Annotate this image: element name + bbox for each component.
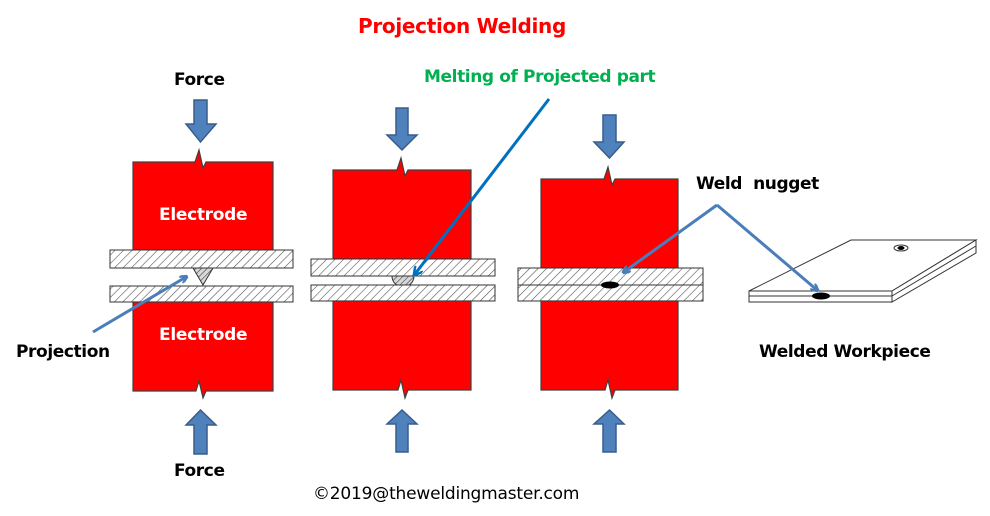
top-electrode xyxy=(332,155,472,260)
welded-workpiece-label: Welded Workpiece xyxy=(759,342,931,362)
copyright-text: ©2019@theweldingmaster.com xyxy=(313,484,580,504)
bottom-sheet xyxy=(109,285,294,303)
weld-nugget-pointer-right xyxy=(716,203,817,290)
weld-spot-top xyxy=(897,246,905,250)
workpiece-side-seam xyxy=(891,245,977,297)
force-label-top: Force xyxy=(174,70,225,90)
melting-pointer xyxy=(415,98,551,274)
bottom-sheet xyxy=(310,284,496,302)
force-arrow-down-icon xyxy=(385,107,419,152)
weld-nugget-front xyxy=(812,292,830,300)
force-arrow-up-icon xyxy=(592,408,626,453)
force-arrow-up-icon xyxy=(385,408,419,453)
stage-3-nugget xyxy=(517,114,704,453)
force-arrow-up-icon xyxy=(184,408,218,455)
force-label-bottom: Force xyxy=(174,461,225,481)
bottom-electrode xyxy=(540,300,679,401)
bottom-electrode xyxy=(332,300,472,401)
stage-2-melting xyxy=(310,98,551,453)
electrode-label-bottom: Electrode xyxy=(159,325,248,345)
force-arrow-down-icon xyxy=(592,114,626,160)
bottom-electrode xyxy=(132,301,274,400)
projection-pointer xyxy=(92,277,186,334)
top-electrode xyxy=(132,147,274,251)
top-electrode xyxy=(540,164,679,269)
melting-label: Melting of Projected part xyxy=(424,67,656,87)
welded-workpiece xyxy=(748,239,978,303)
weld-nugget xyxy=(601,281,619,289)
projection-bump xyxy=(192,267,214,286)
weld-nugget-label: Weld nugget xyxy=(696,174,819,194)
force-arrow-down-icon xyxy=(184,99,218,144)
weld-nugget-pointer-left xyxy=(624,203,718,272)
electrode-label-top: Electrode xyxy=(159,205,248,225)
projection-label: Projection xyxy=(16,342,110,362)
top-sheet xyxy=(310,258,496,277)
top-sheet xyxy=(109,249,294,269)
diagram-title: Projection Welding xyxy=(358,14,566,38)
stage-1-initial-contact xyxy=(92,99,294,455)
